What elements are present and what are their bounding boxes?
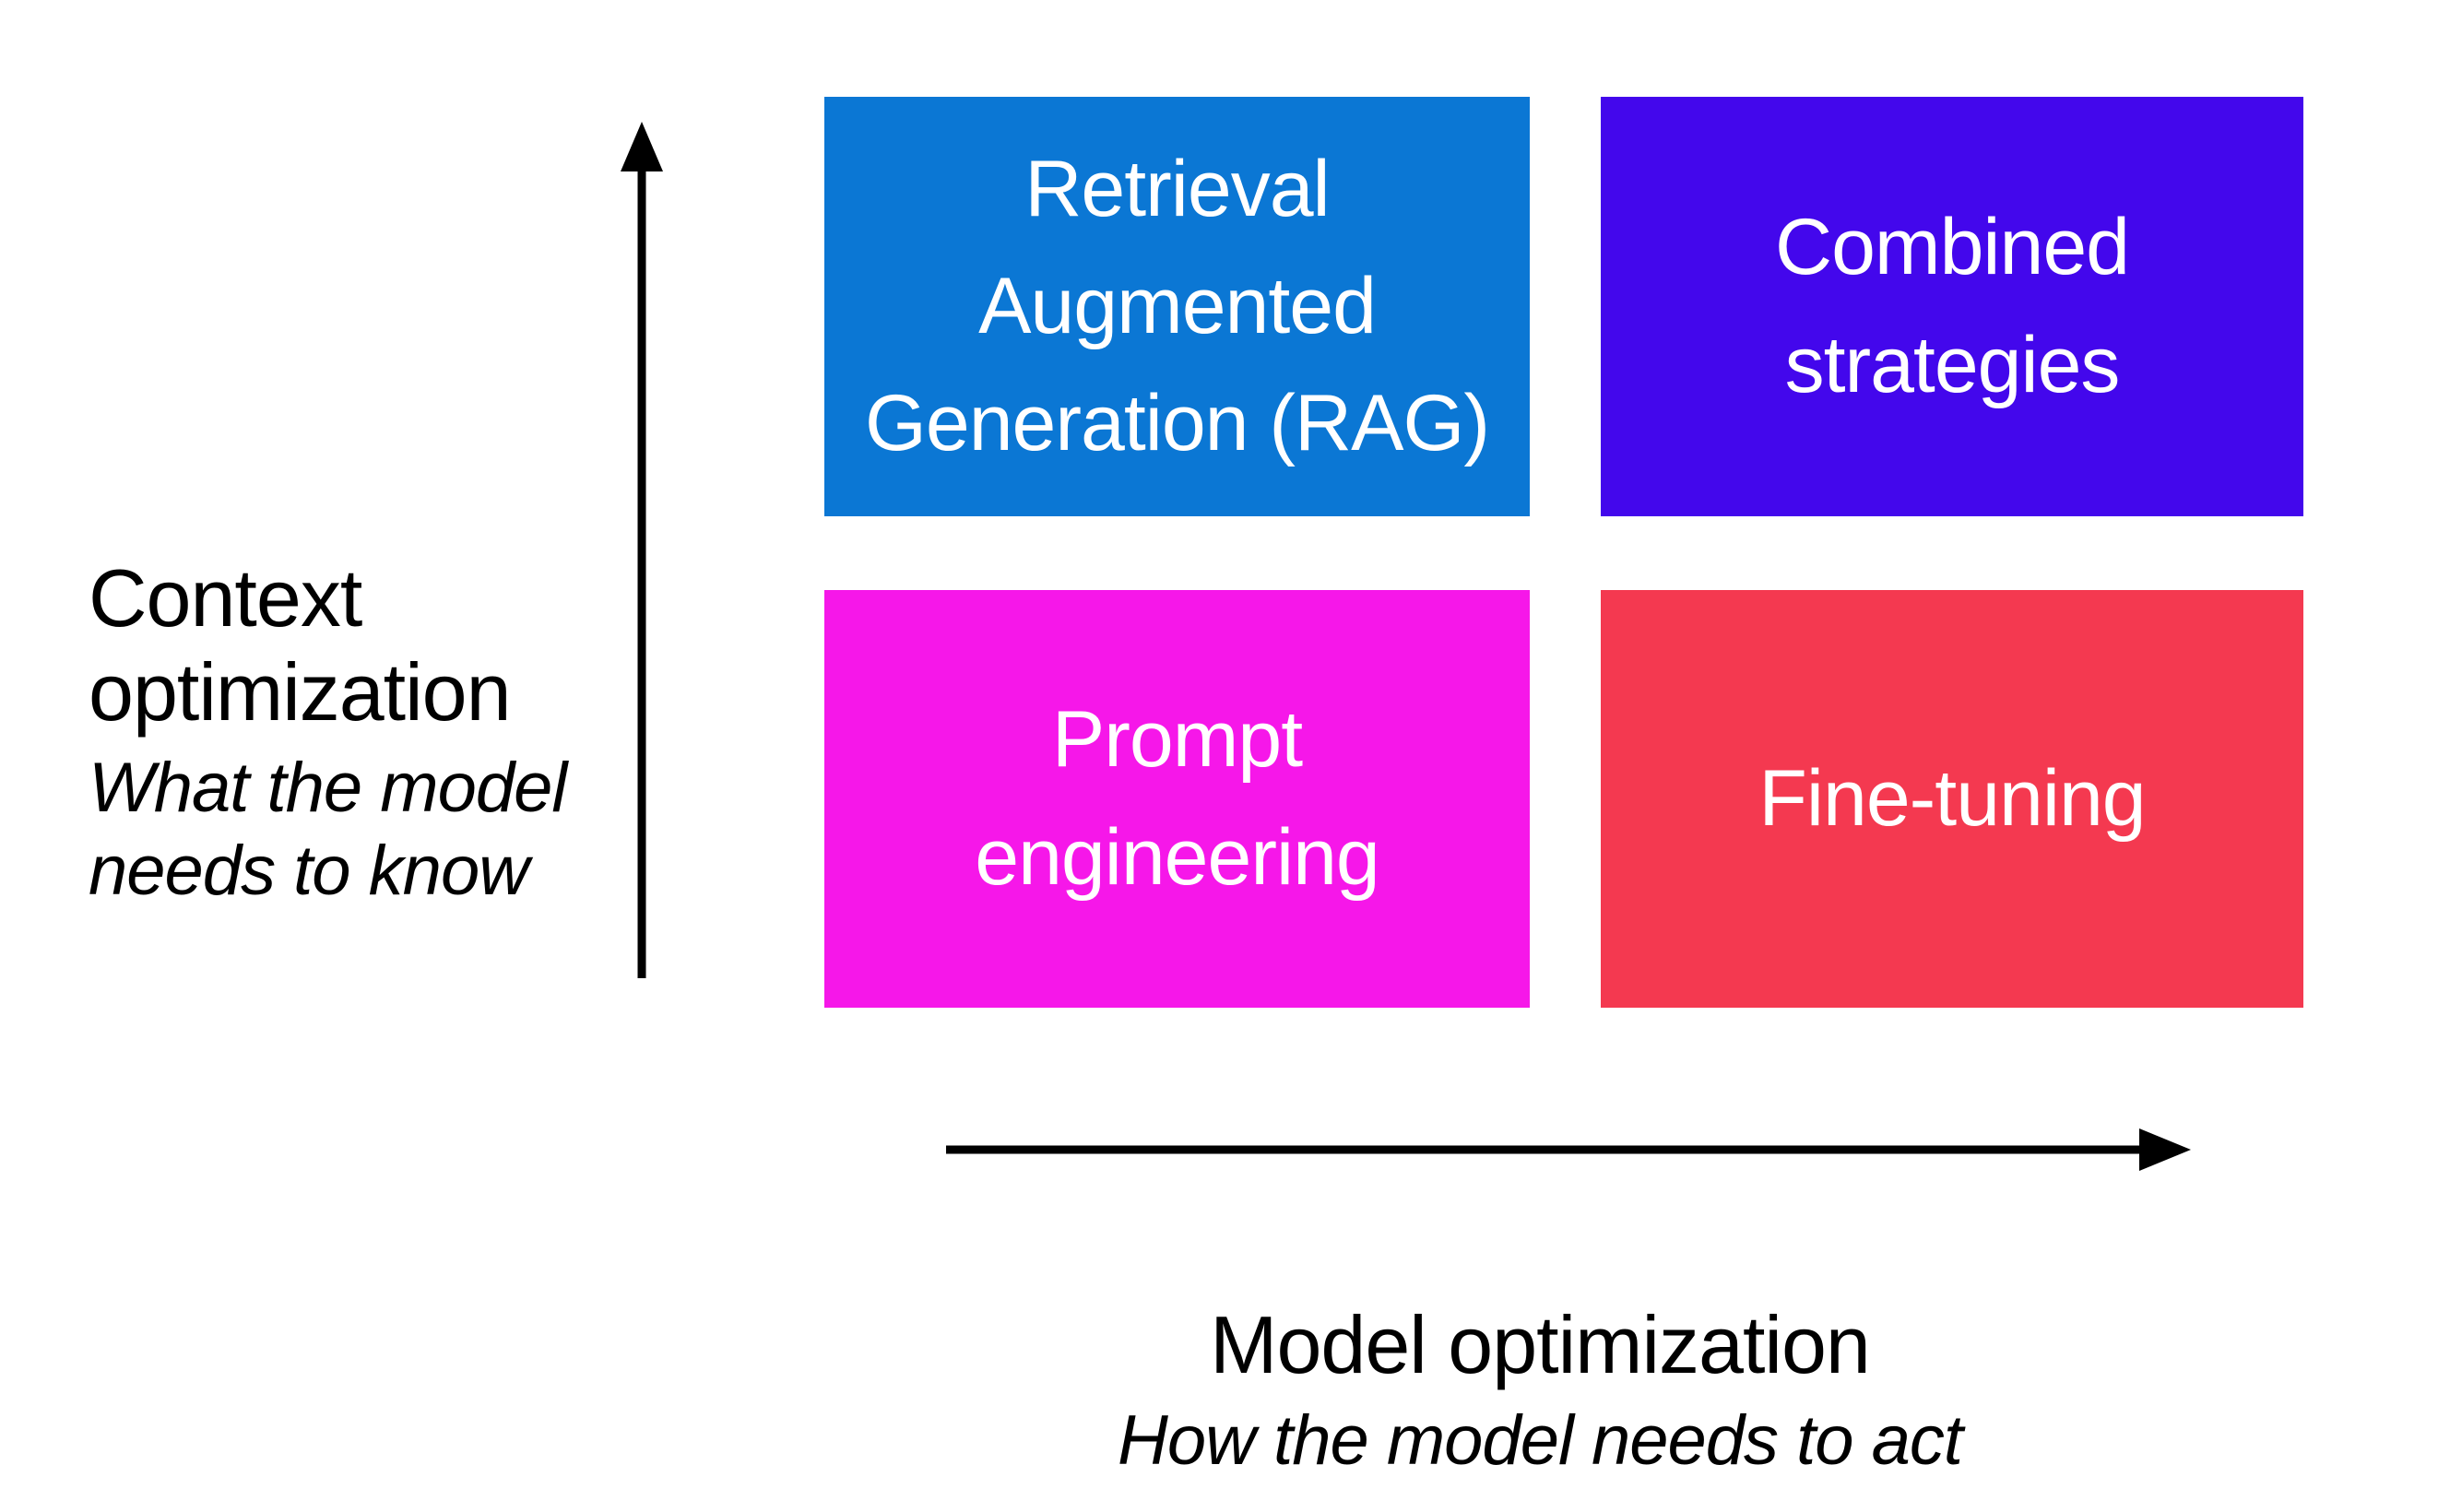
x-axis-subtitle: How the model needs to act: [1117, 1401, 1963, 1481]
quadrant-label: Combined strategies: [1775, 203, 2130, 409]
quadrant-label: Prompt engineering: [975, 695, 1379, 902]
y-axis-arrow-icon: [621, 122, 663, 978]
y-axis-subtitle: What the model needs to know: [89, 749, 567, 910]
quadrant-fine-tuning: Fine-tuning: [1601, 590, 2303, 1008]
quadrant-retrieval-augmented-generation: Retrieval Augmented Generation (RAG): [824, 97, 1530, 516]
quadrant-combined-strategies: Combined strategies: [1601, 97, 2303, 516]
quadrant-prompt-engineering: Prompt engineering: [824, 590, 1530, 1008]
y-axis-label: Context optimization What the model need…: [89, 551, 619, 913]
quadrant-label: Fine-tuning: [1758, 753, 2146, 843]
x-axis-arrow-icon: [946, 1128, 2191, 1171]
x-axis-label: Model optimization How the model needs t…: [1079, 1298, 2001, 1482]
quadrant-label: Retrieval Augmented Generation (RAG): [864, 144, 1490, 468]
y-axis-title: Context optimization: [89, 552, 512, 738]
x-axis-title: Model optimization: [1210, 1299, 1871, 1390]
